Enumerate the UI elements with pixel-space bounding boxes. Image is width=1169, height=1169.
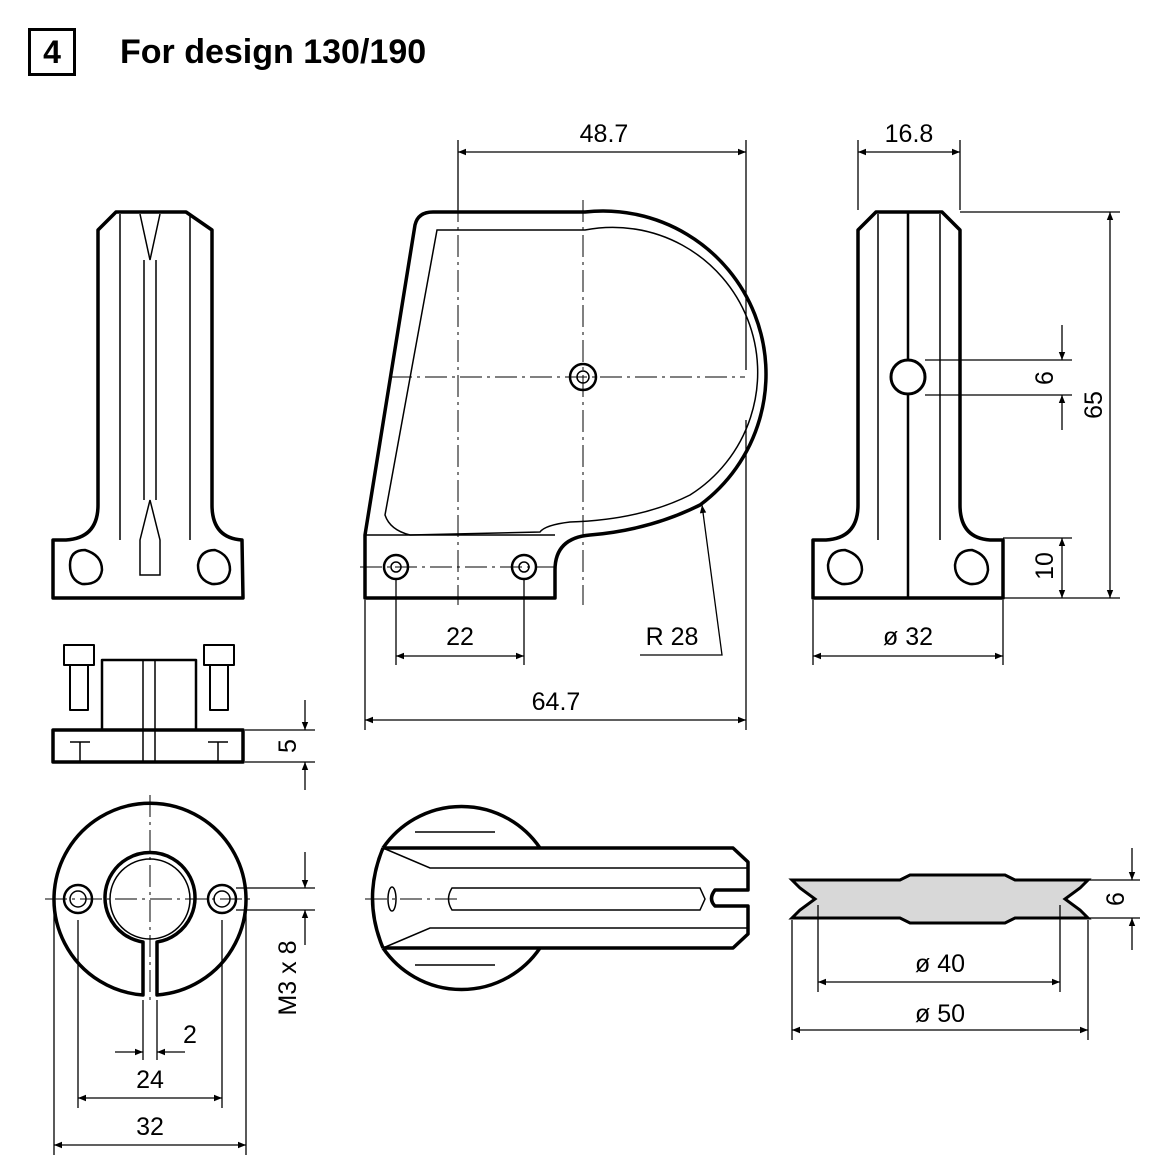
dim-48-7: 48.7 — [580, 120, 629, 148]
front-view — [51, 210, 245, 600]
dim-r28: R 28 — [646, 623, 699, 651]
dim-22: 22 — [446, 623, 474, 651]
dim-2: 2 — [183, 1021, 197, 1049]
page-title: For design 130/190 — [120, 32, 427, 71]
dim-6: 6 — [1031, 371, 1059, 385]
dim-dia-50: ø 50 — [915, 1000, 965, 1028]
dim-pulley-6: 6 — [1102, 892, 1130, 906]
dim-32: 32 — [136, 1113, 164, 1141]
assembly-view: 5 — [51, 644, 315, 790]
dim-dia-40: ø 40 — [915, 950, 965, 978]
ring-view: M3 x 8 2 24 32 — [45, 795, 315, 1155]
pulley-view: 6 ø 40 ø 50 — [788, 848, 1140, 1040]
dim-m3x8: M3 x 8 — [274, 940, 302, 1015]
top-view — [365, 804, 750, 992]
side-view: 48.7 22 64.7 R 28 — [360, 120, 768, 730]
dim-dia-32: ø 32 — [883, 623, 933, 651]
dim-10: 10 — [1031, 552, 1059, 580]
dim-5: 5 — [274, 739, 302, 753]
dim-16-8: 16.8 — [885, 120, 934, 148]
right-view: 16.8 6 65 10 ø 32 — [811, 120, 1120, 665]
section-number: 4 — [28, 28, 76, 76]
dim-64-7: 64.7 — [532, 688, 581, 716]
dim-24: 24 — [136, 1066, 164, 1094]
header: 4 For design 130/190 — [28, 28, 426, 76]
dim-65: 65 — [1080, 391, 1108, 419]
